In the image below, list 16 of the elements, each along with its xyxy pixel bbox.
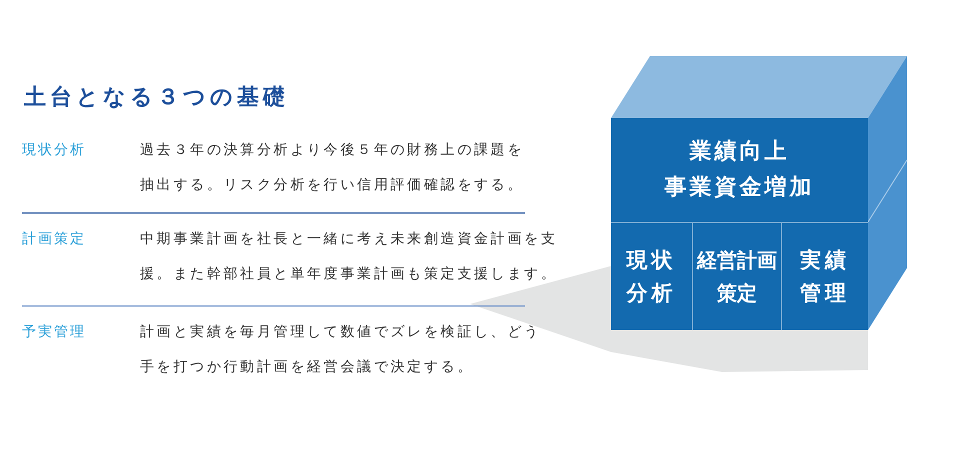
- foundation-block: [611, 222, 692, 330]
- foundation-block: [781, 222, 868, 330]
- block-label: 現状分析: [625, 246, 678, 306]
- block-label: 事業資金増加: [664, 174, 814, 202]
- row-heading: 計画策定: [22, 230, 86, 249]
- block-label: 経営計画策定: [696, 246, 778, 306]
- foundation-block: [692, 222, 781, 330]
- block-label: 実績管理: [799, 246, 851, 306]
- upper-block: [611, 118, 868, 222]
- description-text: 過去３年の決算分析より今後５年の財務上の課題を抽出する。リスク分析を行い信用評価確認をする。: [140, 141, 526, 195]
- description-text: 計画と実績を毎月管理して数値でズレを検証し、どう手を打つか行動計画を経営会議で決定する。: [140, 323, 542, 377]
- row-heading: 予実管理: [22, 323, 86, 342]
- heading: 土台となる３つの基礎: [24, 84, 289, 112]
- block-label: 業績向上: [690, 138, 790, 166]
- description-text: 中期事業計画を社長と一緒に考え未来創造資金計画を支援。また幹部社員と単年度事業計画も策定支援します。: [140, 230, 558, 284]
- row-heading: 現状分析: [22, 141, 86, 160]
